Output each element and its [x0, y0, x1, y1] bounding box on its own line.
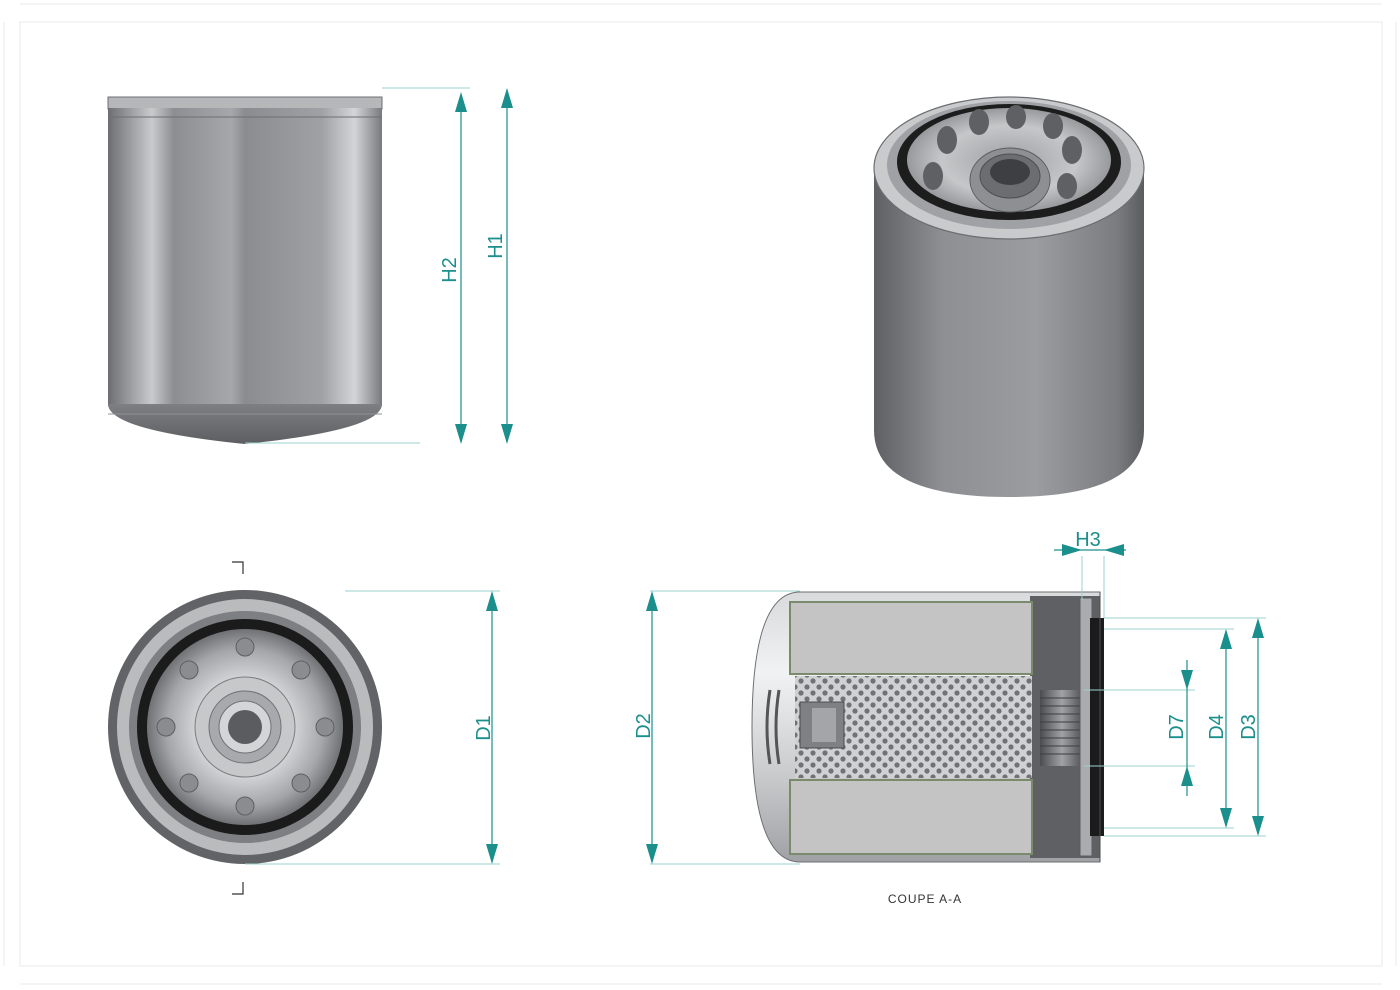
dimension-h3: [1054, 544, 1126, 618]
dimension-h2: [245, 87, 470, 444]
dimension-label-d1: D1: [473, 715, 495, 741]
dimension-d1: [245, 590, 500, 865]
threaded-insert: [1040, 690, 1084, 766]
section-view: [751, 591, 1104, 863]
dimension-h1: [501, 88, 513, 444]
bottom-view: [108, 561, 382, 895]
dimension-d3: [1104, 617, 1266, 837]
dimension-d4: [1104, 628, 1234, 829]
dimension-d2: [646, 590, 800, 865]
gasket: [1090, 618, 1104, 836]
filter-media-top: [789, 601, 1033, 675]
dimension-label-d4: D4: [1206, 714, 1228, 740]
dimension-label-h2: H2: [439, 257, 461, 283]
dimension-d7: [1084, 660, 1195, 796]
isometric-holes: [923, 105, 1082, 199]
isometric-view: [873, 96, 1145, 497]
filter-media-bottom: [789, 779, 1033, 855]
dimension-label-d7: D7: [1166, 714, 1188, 740]
sheet-frame: [3, 3, 1397, 985]
front-view: [107, 96, 383, 444]
bottom-view-holes: [156, 637, 335, 816]
section-caption: COUPE A-A: [888, 892, 962, 906]
dimension-label-h3: H3: [1075, 529, 1101, 551]
dimension-label-d2: D2: [633, 713, 655, 739]
dimension-label-d3: D3: [1238, 714, 1260, 740]
dimension-label-h1: H1: [485, 233, 507, 259]
